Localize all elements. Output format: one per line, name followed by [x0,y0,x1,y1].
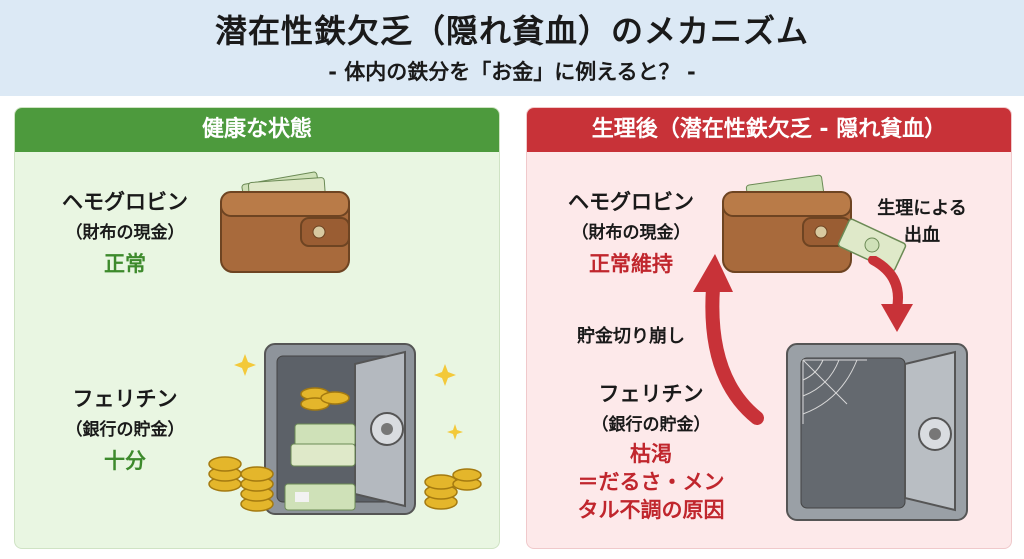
curved-arrow-icon [868,256,913,332]
left-hemoglobin-sub: （財布の現金） [65,223,185,243]
left-ferritin-state: 十分 [104,449,146,473]
right-hemoglobin-state: 正常維持 [589,252,673,276]
right-ferritin-label: フェリチン [598,382,704,406]
header-banner: 潜在性鉄欠乏（隠れ貧血）のメカニズム - 体内の鉄分を「お金」に例えると？ - [0,0,1024,96]
banknote-icon [837,218,907,272]
bleeding-label-2: 出血 [904,225,940,246]
left-hemoglobin-state: 正常 [104,252,146,276]
wallet-icon [722,174,852,273]
right-ferritin-sub: （銀行の貯金） [591,415,711,435]
deficient-panel: 生理後（潜在性鉄欠乏 - 隠れ貧血） ヘモグロビン （財布の現金） 正常維持 生… [526,107,1012,549]
withdraw-label: 貯金切り崩し [577,326,685,347]
right-ferritin-state: 枯渇 [630,442,672,466]
left-ferritin-label: フェリチン [72,387,178,411]
right-effect-line1: ＝だるさ・メン [577,470,725,494]
bleeding-label-1: 生理による [877,198,967,219]
curved-arrow-icon [693,254,764,425]
right-hemoglobin-label: ヘモグロビン [568,190,694,214]
cobweb-icon [802,359,867,424]
left-hemoglobin-label: ヘモグロビン [62,190,188,214]
page-subtitle: - 体内の鉄分を「お金」に例えると？ - [328,60,696,84]
right-hemoglobin-sub: （財布の現金） [571,223,691,243]
cash-bundle-icon [284,483,356,511]
healthy-panel: 健康な状態 ヘモグロビン （財布の現金） 正常 フェリチン （銀行の貯金） 十分 [14,107,500,549]
page-title: 潜在性鉄欠乏（隠れ貧血）のメカニズム [214,12,809,50]
healthy-panel-heading: 健康な状態 [15,108,499,152]
right-effect-line2: タル不調の原因 [577,498,725,522]
left-ferritin-sub: （銀行の貯金） [65,420,185,440]
wallet-icon [220,171,350,273]
sparkle-icon [234,354,256,376]
safe-icon [208,343,482,515]
safe-icon [786,343,968,521]
deficient-panel-heading: 生理後（潜在性鉄欠乏 - 隠れ貧血） [527,108,1011,152]
